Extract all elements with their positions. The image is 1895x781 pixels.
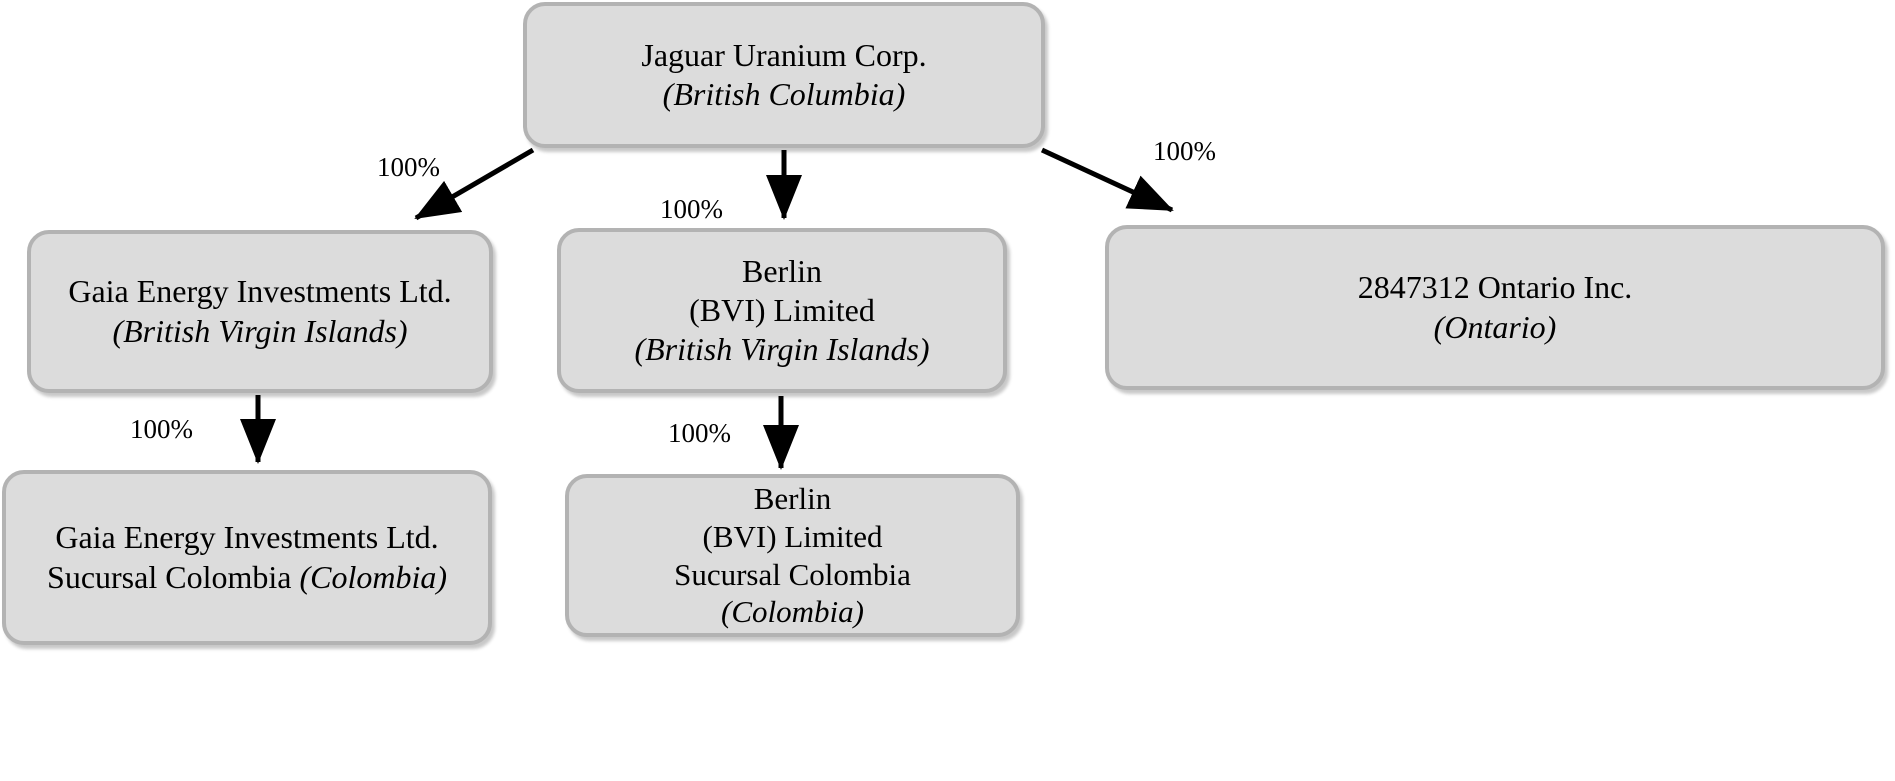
node-gaia-energy-sucursal-colombia[interactable]: Gaia Energy Investments Ltd. Sucursal Co… — [2, 470, 492, 645]
node-berlin-jurisdiction: (British Virgin Islands) — [634, 331, 930, 368]
node-berlin-sucursal-jurisdiction: (Colombia) — [721, 594, 864, 630]
node-berlin-name-line2: (BVI) Limited — [689, 291, 875, 328]
node-gaia-name: Gaia Energy Investments Ltd. — [68, 273, 452, 310]
node-gaia-sucursal-branch: Sucursal Colombia — [47, 558, 300, 595]
node-gaia-sucursal-jurisdiction: (Colombia) — [299, 558, 447, 595]
node-ontario-name: 2847312 Ontario Inc. — [1357, 269, 1633, 306]
node-2847312-ontario-inc[interactable]: 2847312 Ontario Inc. (Ontario) — [1105, 225, 1885, 390]
node-gaia-jurisdiction: (British Virgin Islands) — [112, 312, 408, 349]
node-jaguar-jurisdiction: (British Columbia) — [662, 76, 906, 112]
node-gaia-sucursal-name-line2: Sucursal Colombia (Colombia) — [47, 558, 447, 597]
node-gaia-sucursal-name-line1: Gaia Energy Investments Ltd. — [55, 519, 439, 556]
edge-label-jaguar-to-berlin: 100% — [660, 194, 723, 224]
node-berlin-sucursal-name-line3: Sucursal Colombia — [674, 556, 911, 592]
node-jaguar-uranium-corp[interactable]: Jaguar Uranium Corp. (British Columbia) — [523, 2, 1045, 148]
node-berlin-sucursal-name-line2: (BVI) Limited — [702, 518, 883, 554]
edge-label-gaia-to-sucursal: 100% — [130, 414, 193, 444]
node-berlin-sucursal-name-line1: Berlin — [753, 480, 832, 516]
node-ontario-jurisdiction: (Ontario) — [1433, 308, 1557, 345]
node-berlin-bvi-sucursal-colombia[interactable]: Berlin (BVI) Limited Sucursal Colombia (… — [565, 474, 1020, 637]
edge-label-jaguar-to-gaia: 100% — [377, 152, 440, 182]
node-jaguar-name: Jaguar Uranium Corp. — [641, 36, 927, 73]
edge-label-berlin-to-sucursal: 100% — [668, 418, 731, 448]
node-berlin-bvi-limited[interactable]: Berlin (BVI) Limited (British Virgin Isl… — [557, 228, 1007, 393]
node-berlin-name-line1: Berlin — [742, 252, 822, 289]
node-gaia-energy-investments[interactable]: Gaia Energy Investments Ltd. (British Vi… — [27, 230, 493, 393]
edge-label-jaguar-to-ontario: 100% — [1153, 136, 1216, 166]
